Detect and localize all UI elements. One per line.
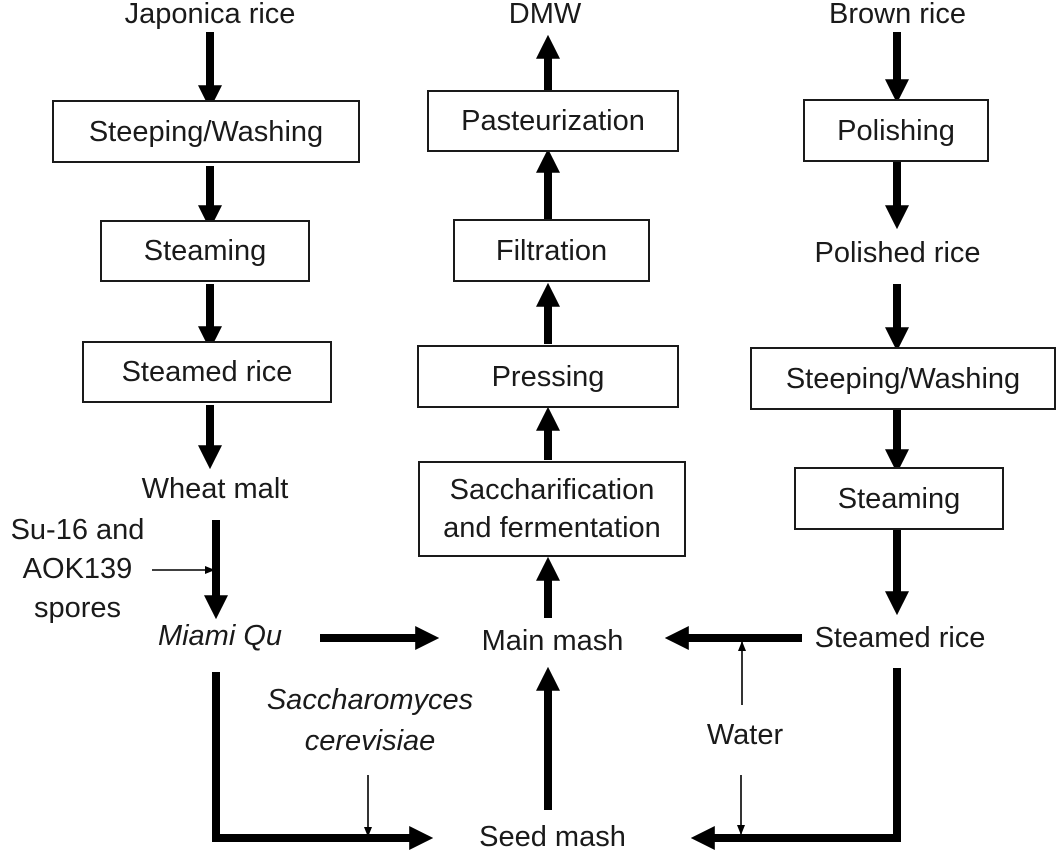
polishing-box: Polishing (803, 99, 989, 162)
seed-mash-label: Seed mash (479, 821, 626, 853)
pasteurization-box: Pasteurization (427, 90, 679, 152)
dmw-label: DMW (508, 0, 582, 30)
pressing-box: Pressing (417, 345, 679, 408)
steaming-box-right: Steaming (794, 467, 1004, 530)
brown-rice-label: Brown rice (829, 0, 966, 30)
yeast-label-line2: cerevisiae (304, 725, 436, 757)
steeping-washing-box-right: Steeping/Washing (750, 347, 1056, 410)
japonica-rice-label: Japonica rice (124, 0, 296, 30)
wheat-malt-label: Wheat malt (141, 473, 289, 505)
steamed-rice-label-right: Steamed rice (814, 622, 986, 654)
steaming-box: Steaming (100, 220, 310, 282)
arrow-steamed-to-seed-mash (690, 668, 901, 850)
miami-qu-label: Miami Qu (157, 620, 283, 652)
steeping-washing-box: Steeping/Washing (52, 100, 360, 163)
arrow-qu-to-seed-mash (212, 672, 434, 850)
steamed-rice-box: Steamed rice (82, 341, 332, 403)
saccharification-line1: Saccharification (449, 474, 655, 506)
water-label: Water (706, 719, 784, 751)
main-mash-label: Main mash (481, 625, 624, 657)
spores-label-line2: AOK139 (22, 553, 133, 585)
spores-label-line3: spores (33, 592, 122, 624)
spores-label-line1: Su-16 and (10, 514, 145, 546)
saccharification-box: Saccharification and fermentation (418, 461, 686, 557)
polished-rice-label: Polished rice (814, 237, 981, 269)
filtration-box: Filtration (453, 219, 650, 282)
saccharification-line2: and fermentation (443, 512, 661, 544)
yeast-label-line1: Saccharomyces (266, 684, 474, 716)
